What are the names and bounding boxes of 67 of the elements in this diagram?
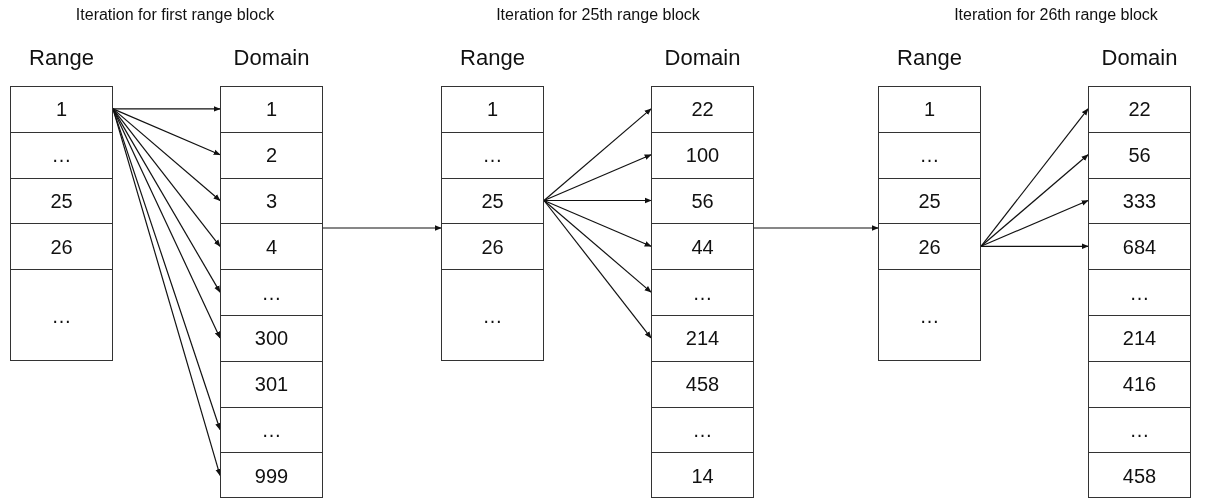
arrow <box>543 108 652 202</box>
table-cell: 22 <box>1089 87 1190 133</box>
arrow <box>543 199 652 293</box>
table-cell: 56 <box>652 178 753 225</box>
table-cell: … <box>652 270 753 316</box>
table-cell: 1 <box>879 87 980 133</box>
table-cell: 1 <box>221 87 322 133</box>
arrow <box>980 108 1089 247</box>
column-heading: Range <box>460 47 525 69</box>
table-cell: … <box>879 270 980 362</box>
table-cell: … <box>442 132 543 179</box>
table-cell: 14 <box>652 453 753 500</box>
column-heading: Domain <box>664 47 741 69</box>
column-heading: Range <box>29 47 94 69</box>
table-cell: … <box>1089 407 1190 454</box>
arrow <box>112 108 221 156</box>
column-heading: Domain <box>1101 47 1178 69</box>
table-cell: 25 <box>11 178 112 225</box>
table-cell: 684 <box>1089 224 1190 271</box>
table-cell: 25 <box>442 178 543 225</box>
table-cell: 100 <box>652 132 753 179</box>
arrow <box>322 225 442 231</box>
arrow <box>980 154 1089 247</box>
table-cell: 458 <box>1089 453 1190 500</box>
arrow <box>980 243 1089 250</box>
table-cell: 26 <box>879 224 980 271</box>
table-cell: 56 <box>1089 132 1190 179</box>
table-cell: 3 <box>221 178 322 225</box>
table-cell: 1 <box>442 87 543 133</box>
arrow <box>543 197 652 204</box>
table-cell: … <box>442 270 543 362</box>
arrow <box>980 199 1089 247</box>
table-cell: 416 <box>1089 361 1190 408</box>
table-cell: 1 <box>11 87 112 133</box>
arrow <box>543 154 652 202</box>
panel-title: Iteration for 25th range block <box>496 6 700 24</box>
table-cell: … <box>1089 270 1190 316</box>
table-cell: 301 <box>221 361 322 408</box>
panel-title: Iteration for first range block <box>75 6 275 24</box>
arrow <box>543 199 652 339</box>
panel-title: Iteration for 26th range block <box>954 6 1158 24</box>
arrow <box>112 106 221 112</box>
table-cell: 22 <box>652 87 753 133</box>
arrow <box>753 225 879 231</box>
column-heading: Range <box>897 47 962 69</box>
table-cell: … <box>652 407 753 454</box>
table-cell: 214 <box>1089 316 1190 362</box>
table-cell: 4 <box>221 224 322 271</box>
table-cell: … <box>11 132 112 179</box>
arrow <box>112 108 221 247</box>
table-cell: … <box>879 132 980 179</box>
table-cell: 999 <box>221 453 322 500</box>
arrow <box>112 108 221 202</box>
table-cell: 44 <box>652 224 753 271</box>
table-cell: 26 <box>11 224 112 271</box>
table-cell: 25 <box>879 178 980 225</box>
column-heading: Domain <box>233 47 310 69</box>
table-cell: 214 <box>652 316 753 362</box>
table-cell: … <box>221 270 322 316</box>
table-cell: 333 <box>1089 178 1190 225</box>
table-cell: … <box>221 407 322 454</box>
table-cell: 26 <box>442 224 543 271</box>
table-cell: 458 <box>652 361 753 408</box>
table-cell: 300 <box>221 316 322 362</box>
table-cell: 2 <box>221 132 322 179</box>
arrow <box>543 199 652 247</box>
table-cell: … <box>11 270 112 362</box>
